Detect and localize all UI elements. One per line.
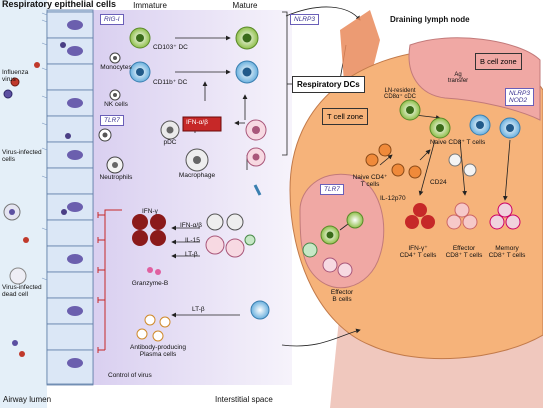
label-antibody: Antibody-producing Plasma cells	[129, 344, 187, 358]
receptor-tlr7-left: TLR7	[100, 115, 124, 127]
effector-icons	[132, 213, 270, 342]
dc-icons	[98, 26, 267, 174]
label-cd24: CD24	[430, 179, 447, 186]
label-monocytes: Monocytes	[100, 64, 132, 71]
title-resp-epithelial: Respiratory epithelial cells	[2, 0, 117, 9]
label-virus-infected: Virus-infected cells	[2, 149, 42, 163]
box-t-cell-zone: T cell zone	[322, 108, 369, 125]
label-ifn-ab-mid: IFN-α/β	[180, 222, 202, 229]
label-interstitial: Interstitial space	[215, 395, 273, 404]
label-neutrophils: Neutrophils	[99, 174, 133, 181]
receptor-tlr7-right: TLR7	[320, 184, 344, 196]
label-ln-resident: LN-resident CD8α⁺ cDC	[384, 88, 416, 101]
label-nk-cells: NK cells	[104, 101, 128, 108]
label-influenza: Influenza virus	[2, 69, 29, 83]
label-immature: Immature	[133, 1, 167, 10]
label-effector-cd8: Effector CD8⁺ T cells	[445, 245, 483, 259]
label-ifn-g: IFN-γ	[142, 208, 158, 215]
label-mature: Mature	[232, 1, 258, 10]
label-lt-b2: LT-β	[192, 306, 205, 313]
label-il15: IL-15	[185, 237, 200, 244]
title-draining-ln: Draining lymph node	[390, 15, 470, 24]
label-pdc: pDC	[163, 139, 177, 146]
receptor-rig-i: RIG-I	[100, 14, 124, 26]
label-il12p70: IL-12p70	[380, 195, 406, 202]
ln-cell-icons	[302, 99, 521, 278]
label-effector-b: Effector B cells	[330, 289, 354, 303]
receptor-nlrp3-nod2: NLRP3 NOD2	[505, 88, 534, 107]
label-cd103-dc: CD103⁺ DC	[153, 44, 188, 51]
label-granzyme: Granzyme-B	[131, 280, 169, 287]
label-naive-cd8: Naive CD8⁺ T cells	[430, 139, 486, 146]
label-ifn-ab-box: IFN-α/β	[186, 119, 208, 126]
box-b-cell-zone: B cell zone	[475, 53, 522, 70]
label-cd11b-dc: CD11b⁺ DC	[153, 79, 188, 86]
receptor-nlrp3-top: NLRP3	[290, 14, 319, 26]
label-virus-dead: Virus-infected dead cell	[2, 284, 42, 298]
airway-lumen	[0, 0, 47, 408]
label-ifn-cd4: IFN-γ⁺ CD4⁺ T cells	[399, 245, 437, 259]
down-arrow	[253, 184, 262, 196]
label-airway: Airway lumen	[3, 395, 52, 404]
box-respiratory-dcs: Respiratory DCs	[292, 76, 365, 93]
ifn-ab-box	[182, 116, 222, 132]
inhibition-lines	[97, 209, 122, 353]
b-cell-zone-lower	[299, 173, 385, 289]
label-ag-transfer: Ag transfer	[447, 72, 469, 85]
label-memory-cd8: Memory CD8⁺ T cells	[488, 245, 526, 259]
label-macrophage: Macrophage	[178, 172, 216, 179]
label-control: Control of virus	[108, 372, 152, 379]
interstitial-panel	[92, 10, 292, 385]
influenza-virus-icons	[3, 62, 40, 357]
label-naive-cd4: Naive CD4⁺ T cells	[352, 174, 388, 188]
label-lt-b1: LT-β	[185, 251, 198, 258]
epithelium	[41, 9, 94, 386]
